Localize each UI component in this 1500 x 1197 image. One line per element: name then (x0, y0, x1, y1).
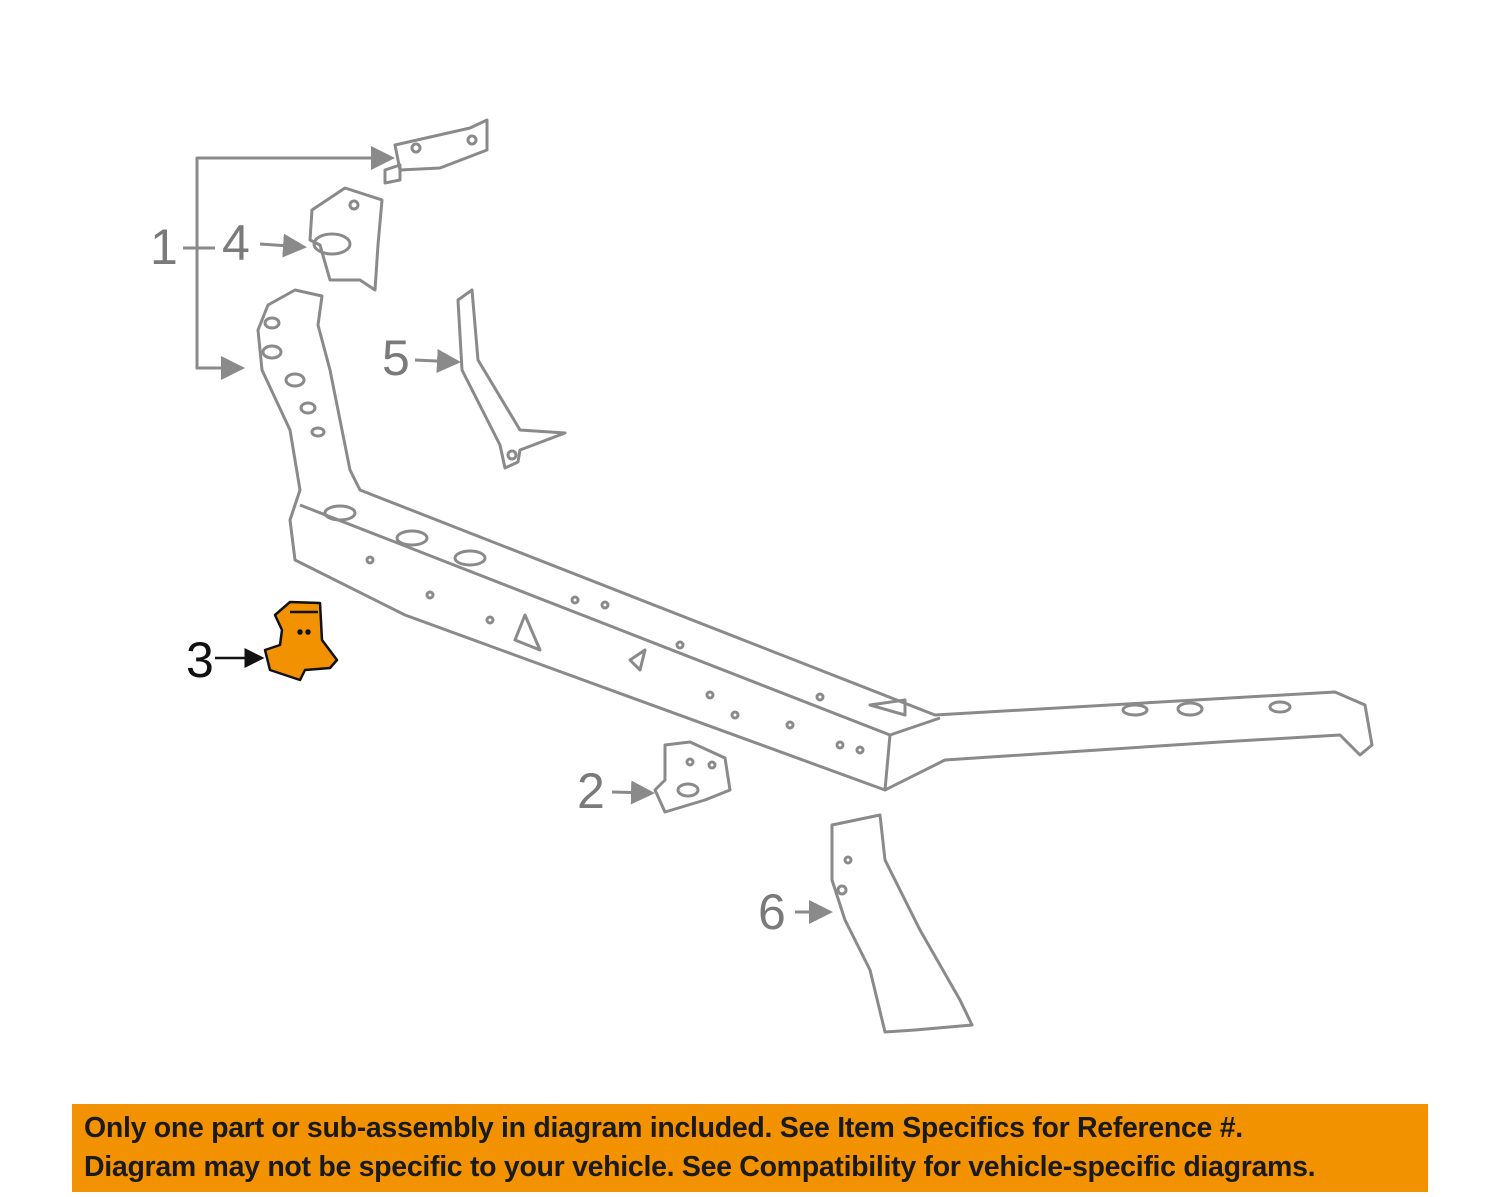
callout-1-leader (183, 146, 395, 380)
disclaimer-line-1: Only one part or sub-assembly in diagram… (84, 1112, 1243, 1144)
radiator-support-main (256, 288, 1374, 792)
callout-label-1: 1 (150, 219, 178, 275)
part-3-bracket-highlighted (215, 600, 339, 682)
callout-label-3: 3 (186, 632, 214, 688)
part-5-brace (414, 288, 567, 470)
callout-label-2: 2 (577, 763, 605, 819)
part-6-brace (795, 813, 974, 1034)
callout-label-4: 4 (222, 215, 250, 271)
upper-mount-bracket (383, 118, 489, 185)
part-4-support (259, 186, 384, 292)
part-2-bracket (611, 740, 732, 814)
parts-diagram (183, 118, 1374, 1034)
disclaimer-banner: Only one part or sub-assembly in diagram… (72, 1104, 1428, 1192)
callout-label-5: 5 (382, 330, 410, 386)
callout-label-6: 6 (758, 884, 786, 940)
disclaimer-line-2: Diagram may not be specific to your vehi… (84, 1151, 1316, 1183)
